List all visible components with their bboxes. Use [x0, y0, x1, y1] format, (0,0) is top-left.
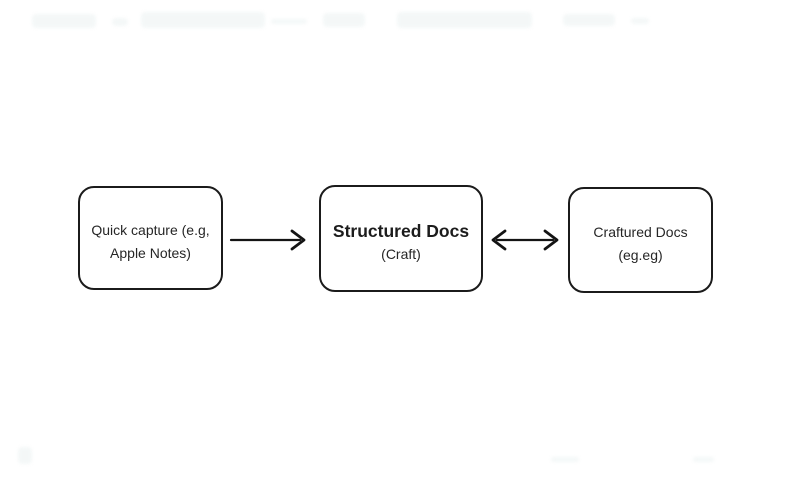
node-structured-docs-subtitle: (Craft) — [381, 246, 421, 262]
ghost-artifact — [18, 447, 32, 464]
double-arrow-icon — [491, 229, 559, 251]
node-crafted-docs-line1: Craftured Docs — [593, 224, 688, 240]
arrow-right-icon — [229, 229, 306, 251]
node-crafted-docs: Craftured Docs (eg.eg) — [568, 187, 713, 293]
node-structured-docs: Structured Docs (Craft) — [319, 185, 483, 292]
ghost-artifact — [631, 18, 649, 24]
node-quick-capture: Quick capture (e.g, Apple Notes) — [78, 186, 223, 290]
node-quick-capture-line1: Quick capture (e.g, — [91, 222, 210, 238]
node-quick-capture-line2: Apple Notes) — [110, 245, 191, 261]
node-structured-docs-title: Structured Docs — [332, 221, 470, 241]
node-crafted-docs-line2: (eg.eg) — [618, 247, 663, 263]
ghost-artifact — [551, 457, 579, 462]
ghost-artifact — [32, 14, 96, 28]
ghost-artifact — [563, 14, 615, 26]
ghost-artifact — [141, 12, 265, 28]
ghost-artifact — [693, 457, 714, 462]
ghost-artifact — [271, 19, 307, 24]
ghost-artifact — [323, 13, 365, 27]
ghost-artifact — [112, 18, 128, 26]
ghost-artifact — [397, 12, 532, 28]
